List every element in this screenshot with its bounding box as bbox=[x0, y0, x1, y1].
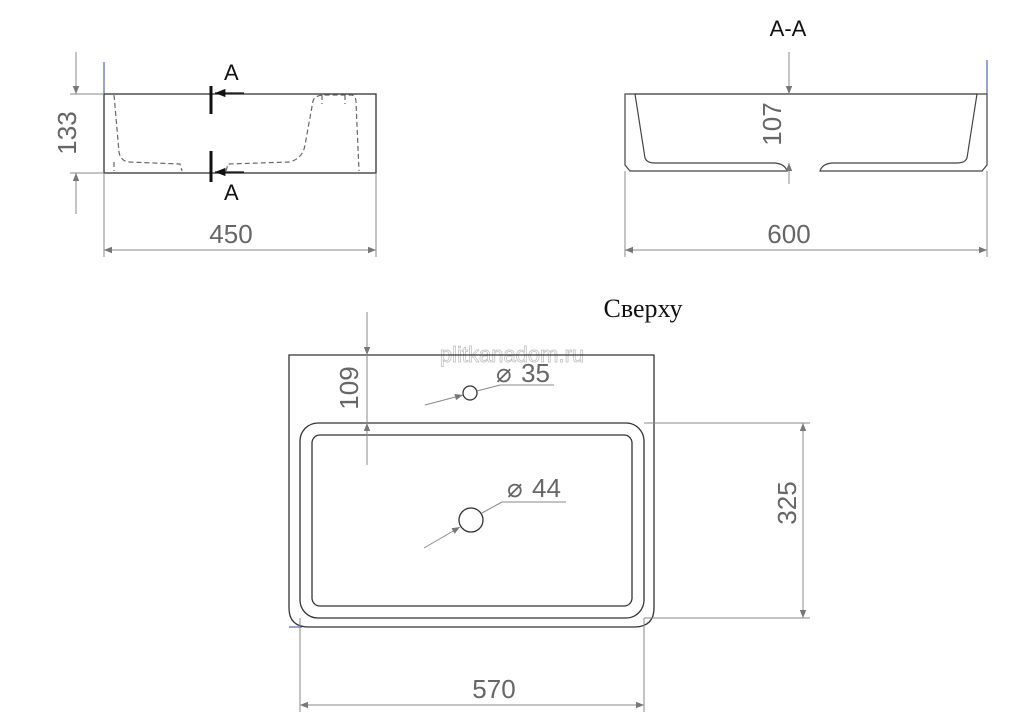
front-view-outline bbox=[103, 93, 377, 174]
drain-hole-diameter-value: 44 bbox=[532, 473, 561, 503]
drain-hole-circle bbox=[458, 507, 484, 533]
section-marker: A A bbox=[209, 60, 244, 205]
bowl-outer-rim bbox=[299, 422, 645, 619]
dimension-section-width: 600 bbox=[624, 171, 988, 257]
faucet-hole: ⌀ 35 bbox=[424, 358, 554, 406]
dimension-section-depth: 107 bbox=[757, 52, 793, 184]
bowl-width-value: 570 bbox=[472, 674, 515, 704]
front-view-hidden-contour bbox=[113, 94, 360, 172]
dimension-bowl-depth: 325 bbox=[644, 422, 810, 619]
section-marker-label-top: A bbox=[224, 60, 239, 85]
front-height-value: 133 bbox=[52, 111, 82, 154]
faucet-hole-diameter-symbol: ⌀ bbox=[496, 358, 512, 388]
section-width-value: 600 bbox=[767, 219, 810, 249]
dimension-front-height: 133 bbox=[52, 52, 104, 214]
top-offset-value: 109 bbox=[334, 366, 364, 409]
front-view: A A 133 450 bbox=[52, 52, 377, 257]
dimension-top-offset: 109 bbox=[334, 312, 371, 465]
faucet-hole-diameter-value: 35 bbox=[521, 358, 550, 388]
bowl-depth-value: 325 bbox=[772, 481, 802, 524]
section-marker-label-bottom: A bbox=[224, 180, 239, 205]
drain-hole: ⌀ 44 bbox=[423, 473, 566, 549]
front-width-value: 450 bbox=[209, 219, 252, 249]
section-view: A-A 107 600 bbox=[624, 16, 988, 257]
top-view: Сверху plitkanadom.ru ⌀ 35 ⌀ 44 bbox=[288, 294, 810, 712]
section-depth-value: 107 bbox=[757, 102, 787, 145]
dimension-bowl-width: 570 bbox=[299, 618, 645, 712]
bowl-inner-rim bbox=[311, 434, 633, 607]
section-right-part bbox=[819, 93, 988, 172]
section-title: A-A bbox=[770, 16, 807, 41]
top-view-title: Сверху bbox=[603, 294, 682, 323]
faucet-hole-circle bbox=[462, 385, 478, 401]
drain-hole-diameter-symbol: ⌀ bbox=[507, 473, 523, 503]
dimension-front-width: 450 bbox=[103, 173, 377, 257]
top-view-outline bbox=[288, 354, 655, 628]
